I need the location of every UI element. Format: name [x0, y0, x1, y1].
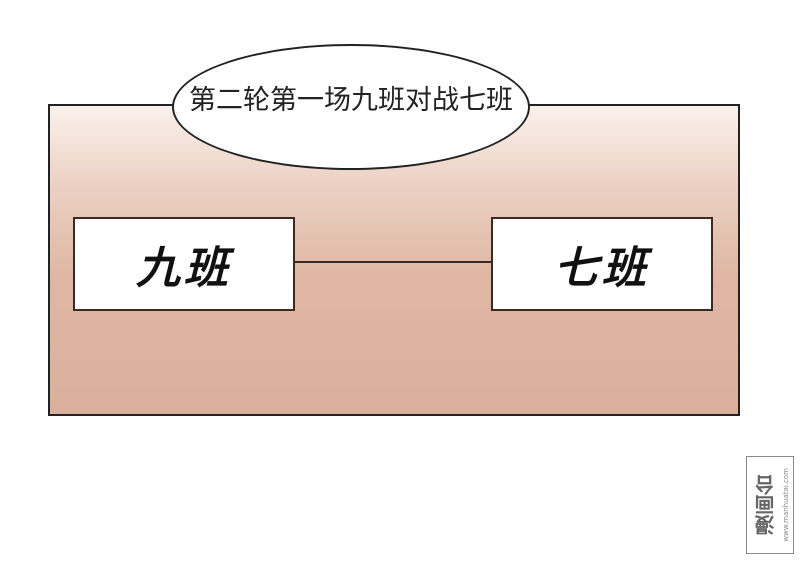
- caption-text: 第二轮第一场九班对战七班: [189, 85, 513, 116]
- team-name-left: 九班: [136, 243, 232, 294]
- watermark-logo: 漫画台: [753, 475, 778, 535]
- team-card-right: 七班: [491, 217, 713, 311]
- watermark-url: www.manhuatai.com: [781, 468, 790, 542]
- watermark: 漫画台 www.manhuatai.com: [746, 456, 794, 554]
- team-card-left: 九班: [73, 217, 295, 311]
- versus-connector-line: [293, 261, 492, 263]
- team-name-right: 七班: [554, 243, 650, 294]
- speech-bubble: [172, 44, 530, 170]
